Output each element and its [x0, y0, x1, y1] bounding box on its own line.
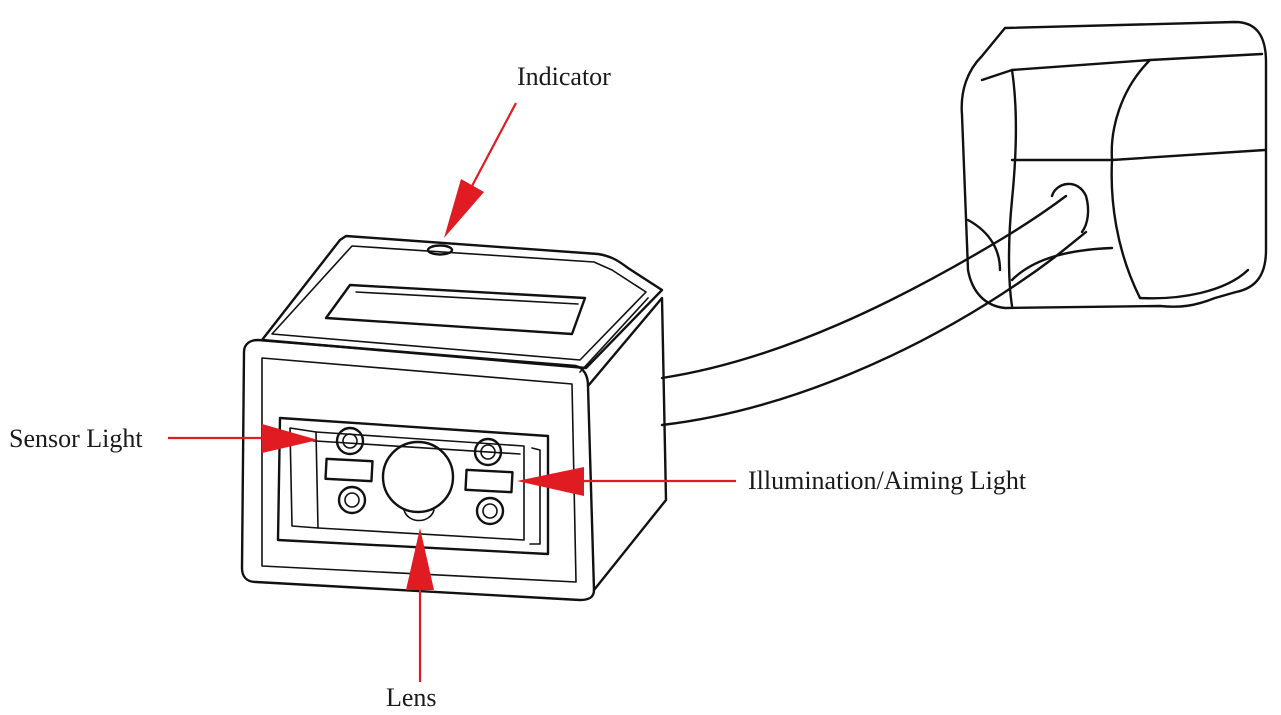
- lens-label: Lens: [386, 683, 437, 712]
- sensor-light-label: Sensor Light: [9, 424, 143, 453]
- lens-arrowhead: [406, 528, 434, 590]
- cable-connector: [960, 20, 1268, 310]
- callout-indicator: Indicator: [444, 62, 611, 238]
- indicator-label: Indicator: [517, 62, 611, 91]
- sensor-light-arrowhead: [262, 424, 318, 453]
- illumination-arrowhead: [517, 467, 584, 496]
- indicator-leader-line: [471, 102, 517, 187]
- callout-lens: Lens: [386, 528, 437, 712]
- cable: [660, 182, 1090, 427]
- callout-sensor-light: Sensor Light: [9, 424, 318, 453]
- indicator-arrowhead: [444, 179, 484, 238]
- scanner-housing: [240, 234, 668, 602]
- illumination-aiming-light-label: Illumination/Aiming Light: [748, 466, 1027, 495]
- callout-illumination-aiming-light: Illumination/Aiming Light: [517, 466, 1027, 496]
